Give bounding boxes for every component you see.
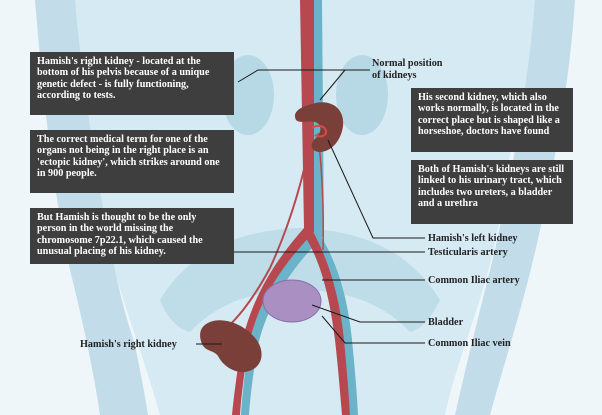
label-left-kidney: Hamish's left kidney — [428, 233, 518, 244]
label-common-iliac-vein: Common Iliac vein — [428, 338, 511, 349]
label-testicularis-artery: Testicularis artery — [428, 247, 508, 258]
label-normal-position: Normal position of kidneys — [372, 58, 442, 81]
info-box-ectopic-kidney: The correct medical term for one of the … — [30, 130, 234, 193]
label-normal-position-line2: of kidneys — [372, 69, 417, 81]
label-right-kidney: Hamish's right kidney — [80, 339, 177, 350]
normal-left-kidney-ghost — [222, 55, 274, 135]
leader-normal-position-left — [237, 69, 370, 83]
leader-common-iliac-vein — [321, 315, 425, 344]
bladder-shape — [262, 279, 322, 323]
info-box-second-kidney: His second kidney, which also works norm… — [411, 88, 573, 152]
leader-left-kidney — [327, 139, 425, 239]
info-box-chromosome: But Hamish is thought to be the only per… — [30, 208, 234, 264]
artery-left-branch — [232, 0, 314, 415]
blood-vessels — [224, 0, 358, 415]
vein-left-branch — [241, 0, 324, 415]
left-kidney-shape — [294, 102, 344, 152]
left-kidney-vessel — [311, 124, 328, 138]
vein-right-branch — [314, 232, 358, 415]
label-bladder: Bladder — [428, 317, 464, 328]
label-normal-position-line1: Normal position — [372, 58, 443, 69]
leader-lines — [196, 69, 425, 345]
info-box-urinary-tract: Both of Hamish's kidneys are still linke… — [411, 160, 573, 224]
artery-right-branch — [306, 230, 350, 415]
leader-bladder — [311, 304, 425, 323]
normal-right-kidney-ghost — [336, 55, 388, 135]
right-kidney-shape — [200, 320, 262, 373]
testicularis-artery-line — [224, 132, 313, 331]
info-box-right-kidney-location: Hamish's right kidney - located at the b… — [30, 52, 234, 115]
leader-normal-position-right — [319, 69, 346, 101]
label-common-iliac-artery: Common Iliac artery — [428, 275, 520, 286]
